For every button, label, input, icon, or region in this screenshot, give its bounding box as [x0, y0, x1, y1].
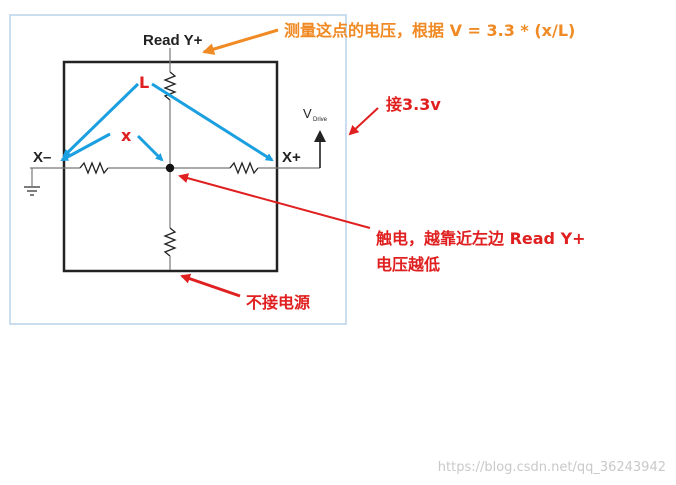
annotation-no-power: 不接电源: [246, 293, 310, 312]
annotation-measure: 测量这点的电压，根据 V = 3.3 * (x/L): [284, 21, 575, 40]
resistor-left: [79, 161, 109, 175]
annotation-touch-line1: 触电，越靠近左边 Read Y+: [375, 229, 586, 248]
resistor-bottom: [163, 227, 177, 257]
read-y-label: Read Y+: [143, 32, 203, 49]
arrow-connect: [348, 107, 379, 136]
arrow-x-to-x-minus: [60, 132, 111, 162]
x-plus-label: X+: [282, 149, 301, 166]
arrow-L-to-x-minus: [62, 82, 140, 158]
arrow-no-power: [180, 273, 241, 298]
resistor-right: [229, 161, 259, 175]
arrow-x-to-touch: [136, 134, 164, 162]
x-minus-label: X–: [33, 149, 51, 166]
watermark: https://blog.csdn.net/qq_36243942: [438, 460, 666, 475]
arrow-measure: [202, 28, 279, 55]
label-x: x: [121, 126, 132, 145]
vdrive-sub-label: Drive: [313, 117, 328, 123]
screenshot-frame: [9, 14, 347, 325]
arrow-L-to-x-plus: [151, 82, 274, 162]
annotation-connect: 接3.3v: [386, 95, 441, 114]
label-L: L: [139, 73, 149, 92]
vdrive-v-label: V: [303, 106, 312, 121]
annotation-touch-line2: 电压越低: [376, 255, 440, 274]
resistor-top: [163, 71, 177, 101]
vdrive-arrow-icon: [314, 130, 326, 142]
arrow-touch: [178, 173, 371, 229]
touch-point: [165, 163, 175, 173]
ground-icon: [24, 186, 40, 196]
